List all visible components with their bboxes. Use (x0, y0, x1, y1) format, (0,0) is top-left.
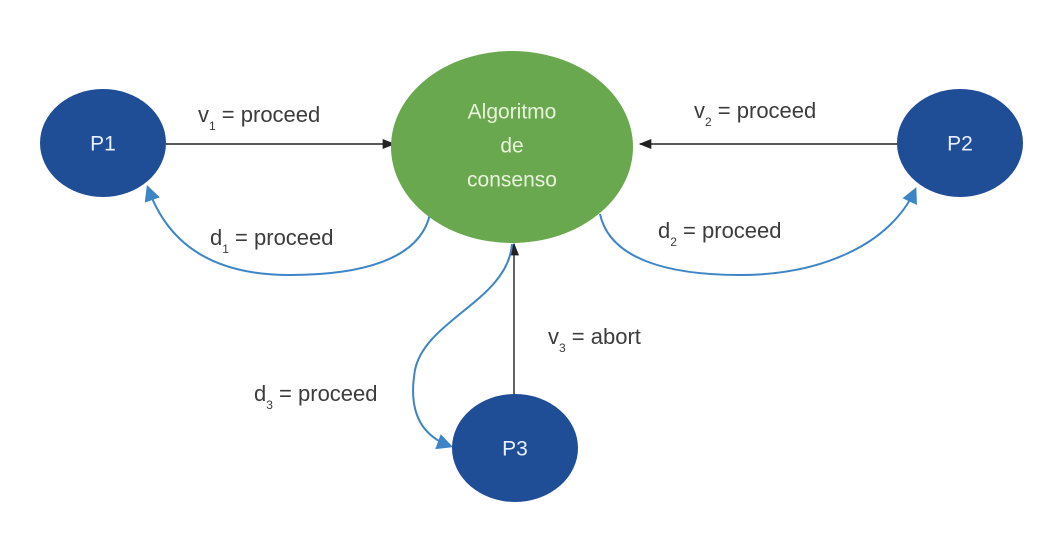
consensus-label-line-3: consenso (467, 169, 557, 192)
node-p1[interactable]: P1 (40, 89, 166, 197)
edge-d1-label: d1 = proceed (210, 225, 334, 256)
edge-v2-label: v2 = proceed (694, 98, 816, 129)
edge-d2-arrow (599, 187, 917, 277)
edge-v1-label: v1 = proceed (198, 102, 320, 133)
node-consensus-algorithm[interactable]: Algoritmo de consenso (391, 51, 633, 243)
edge-d1-arrow (144, 184, 431, 277)
node-p3-label: P3 (502, 438, 528, 461)
consensus-label-line-1: Algoritmo (468, 101, 557, 124)
node-p3[interactable]: P3 (452, 394, 578, 502)
edge-v3-label: v3 = abort (548, 324, 641, 355)
edge-d3-arrow (412, 243, 513, 450)
node-p2[interactable]: P2 (897, 89, 1023, 197)
consensus-label-line-2: de (500, 135, 523, 158)
edge-d2-label: d2 = proceed (658, 218, 782, 249)
node-p1-label: P1 (90, 133, 116, 156)
node-p2-label: P2 (947, 133, 973, 156)
edge-d3-label: d3 = proceed (254, 381, 378, 412)
